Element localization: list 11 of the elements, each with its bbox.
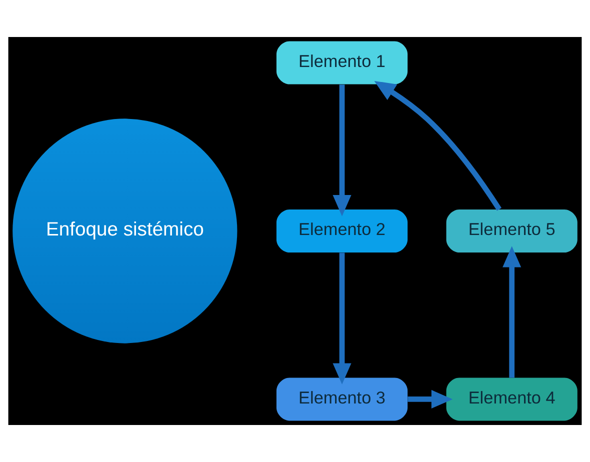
arrow xyxy=(502,246,522,378)
node-box: Elemento 5 xyxy=(446,210,578,252)
node-box: Elemento 4 xyxy=(446,378,578,421)
arrow xyxy=(408,390,453,408)
node-circle: Enfoque sistémico xyxy=(12,118,238,344)
node-box: Elemento 2 xyxy=(276,210,408,252)
node-box: Elemento 1 xyxy=(276,41,408,84)
arrow xyxy=(332,84,352,216)
node-box: Elemento 3 xyxy=(276,378,408,421)
arrow xyxy=(374,80,502,211)
arrow xyxy=(332,252,352,384)
